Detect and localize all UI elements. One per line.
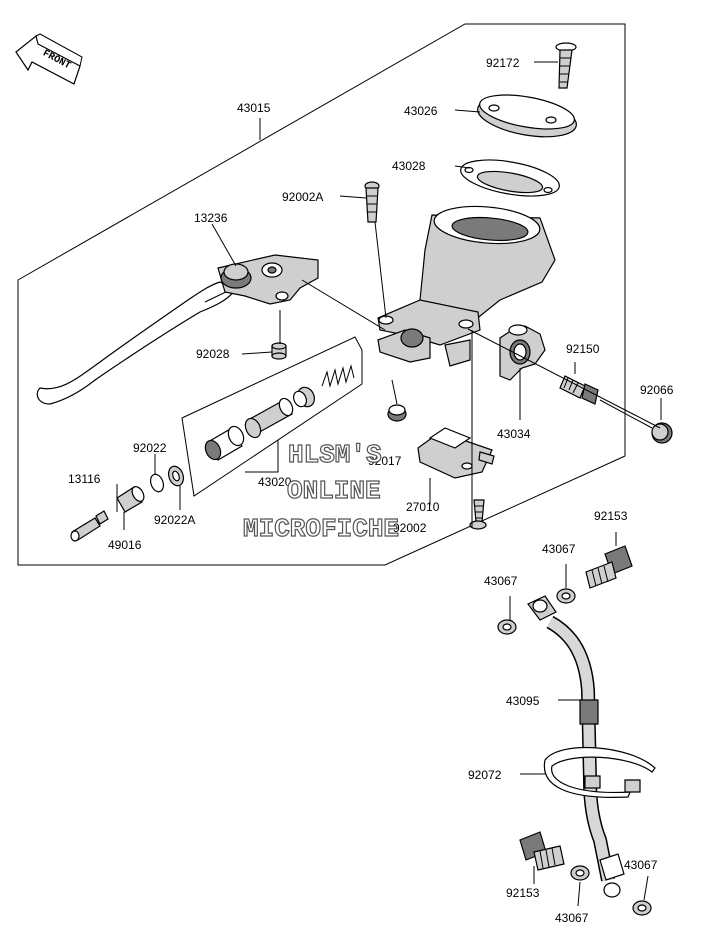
label-43034: 43034 <box>497 427 531 441</box>
label-92022: 92022 <box>133 441 167 455</box>
master-cylinder-body <box>377 205 556 367</box>
label-92017: 92017 <box>368 454 402 468</box>
label-92028: 92028 <box>196 347 230 361</box>
washer-43067-c <box>570 865 590 881</box>
watermark-line-1: HLSM'S <box>288 440 382 470</box>
brake-hose-43095 <box>527 595 625 898</box>
piston-spring <box>321 364 355 388</box>
reservoir-cap-43026 <box>477 94 577 138</box>
label-92150: 92150 <box>566 342 600 356</box>
label-92066: 92066 <box>640 383 674 397</box>
label-92002: 92002 <box>393 521 427 535</box>
label-43067-c: 43067 <box>555 911 589 925</box>
push-rod-13116 <box>70 510 109 542</box>
part-labels: 92172 43026 43028 43015 92002A 13236 920… <box>68 56 674 925</box>
assembly-outline <box>17 23 626 566</box>
piston-cup <box>292 386 315 408</box>
nut-92017 <box>387 404 407 422</box>
label-92172: 92172 <box>486 56 520 70</box>
label-43095: 43095 <box>506 694 540 708</box>
label-92153-bottom: 92153 <box>506 886 540 900</box>
cap-92066 <box>651 422 673 444</box>
label-43026: 43026 <box>404 104 438 118</box>
clamp-43034 <box>499 324 546 381</box>
front-arrow-icon: FRONT <box>15 33 83 85</box>
watermark: HLSM'S ONLINE MICROFICHE <box>242 439 399 544</box>
label-92002A: 92002A <box>282 190 323 204</box>
diaphragm-plate-43028 <box>460 159 560 197</box>
brake-switch-27010 <box>417 427 495 479</box>
label-43028: 43028 <box>392 159 426 173</box>
bolt-92153-bottom <box>519 831 565 871</box>
label-13116: 13116 <box>68 472 101 486</box>
boot-49016 <box>116 486 145 513</box>
washer-43067-d <box>632 900 652 916</box>
bushing-92028 <box>271 342 287 360</box>
washer-43067-b <box>497 619 517 635</box>
washer-43067-a <box>556 588 576 604</box>
screw-92002A <box>364 181 380 223</box>
piston-43020 <box>204 397 294 461</box>
label-92072: 92072 <box>468 768 502 782</box>
screw-92002 <box>469 499 487 530</box>
label-43067-b: 43067 <box>484 574 518 588</box>
bolt-92153-top <box>585 545 633 589</box>
label-43067-d: 43067 <box>624 858 658 872</box>
label-27010: 27010 <box>406 500 440 514</box>
screw-92172 <box>555 42 577 89</box>
leader-lines <box>116 61 662 907</box>
label-43015: 43015 <box>237 101 271 115</box>
watermark-line-2: ONLINE <box>287 476 381 506</box>
label-92022A: 92022A <box>154 513 195 527</box>
piston-subassembly-outline <box>181 336 363 497</box>
circlip-92022 <box>149 473 165 493</box>
washer-92022A <box>167 465 185 487</box>
bolt-92150 <box>559 375 599 405</box>
label-13236: 13236 <box>194 211 228 225</box>
watermark-line-3: MICROFICHE <box>243 514 399 544</box>
label-43067-a: 43067 <box>542 542 576 556</box>
label-43020: 43020 <box>258 475 292 489</box>
hose-clamp-92072 <box>543 746 656 798</box>
label-92153-top: 92153 <box>594 509 628 523</box>
brake-lever-13236 <box>36 254 319 405</box>
label-49016: 49016 <box>108 538 142 552</box>
